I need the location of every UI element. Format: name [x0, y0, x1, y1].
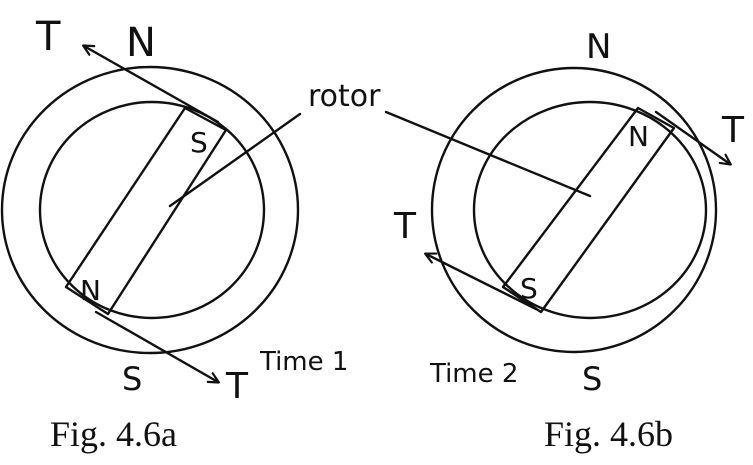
rotor-end-lower-a: N — [80, 274, 101, 307]
figure-b: N T N T S Time 2 S Fig. 4.6b — [393, 27, 745, 454]
figure-a: T N S N S T Time 1 Fig. 4.6a — [0, 14, 348, 454]
tension-arrow-lower-a — [94, 310, 218, 382]
time-label-a: Time 1 — [259, 347, 348, 377]
rotor-callout: rotor — [168, 79, 592, 208]
stator-ring-a — [0, 65, 300, 355]
pole-label-bottom-a: S — [122, 360, 142, 398]
stator-ring-b — [430, 66, 718, 354]
rotor-leader-a — [168, 112, 302, 208]
caption-a: Fig. 4.6a — [50, 414, 177, 454]
tension-label-lower-b: T — [393, 206, 417, 247]
rotor-end-lower-b: S — [520, 272, 538, 305]
rotor-label: rotor — [308, 79, 381, 114]
rotor-disk-a — [38, 100, 266, 320]
tension-arrow-upper-b — [654, 110, 730, 164]
caption-b: Fig. 4.6b — [544, 414, 673, 454]
rotor-leader-b — [384, 110, 592, 198]
rotor-bar-a — [64, 106, 228, 316]
tension-label-lower-a: T — [225, 366, 249, 407]
tension-arrow-upper-a — [84, 46, 220, 124]
rotor-end-upper-b: N — [628, 120, 649, 153]
pole-label-top-b: N — [586, 27, 611, 67]
tension-label-upper-b: T — [721, 110, 745, 151]
pole-label-top-a: N — [126, 20, 156, 66]
rotor-bar-b — [501, 106, 676, 314]
rotor-end-upper-a: S — [190, 126, 208, 159]
time-label-b: Time 2 — [429, 359, 518, 389]
tension-label-upper-a: T — [35, 14, 61, 60]
pole-label-bottom-b: S — [582, 360, 602, 398]
rotor-disk-b — [472, 100, 708, 320]
tension-arrow-lower-b — [426, 254, 538, 311]
